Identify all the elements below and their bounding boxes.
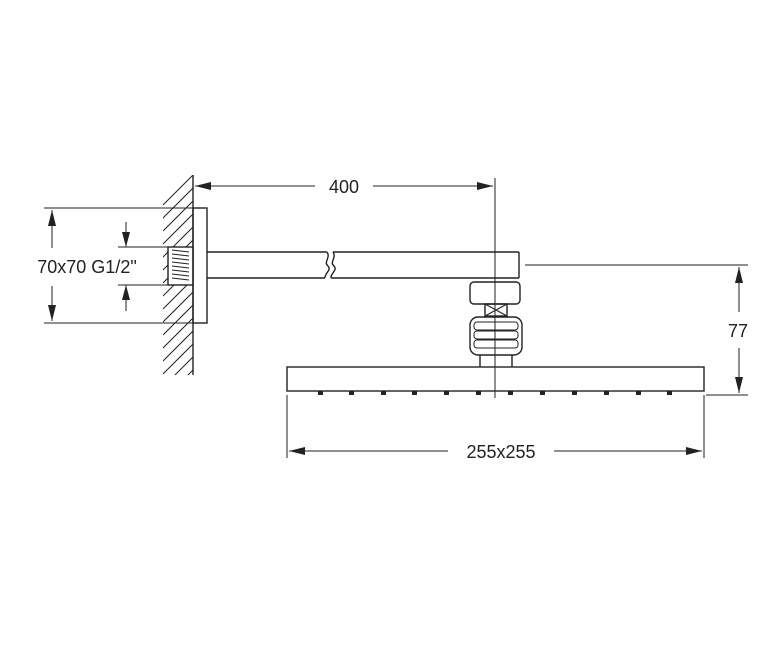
- shower-nozzles: [318, 391, 672, 395]
- dimension-flange: 70x70 G1/2": [37, 207, 193, 324]
- dimension-head-size: 255x255: [286, 395, 705, 462]
- wall-flange: [192, 207, 208, 324]
- wall: [163, 175, 194, 375]
- swivel-joint: [469, 281, 523, 367]
- wall-hatching: [163, 175, 193, 375]
- dimension-drop-height: 77: [525, 264, 748, 396]
- drop-height-label: 77: [728, 321, 748, 341]
- dimension-arm-length: 400: [195, 177, 493, 197]
- arm-length-label: 400: [329, 177, 359, 197]
- flange-thread-label: 70x70 G1/2": [37, 257, 136, 277]
- head-size-label: 255x255: [466, 442, 535, 462]
- shower-arm: [207, 251, 520, 279]
- threaded-connector: [167, 246, 194, 286]
